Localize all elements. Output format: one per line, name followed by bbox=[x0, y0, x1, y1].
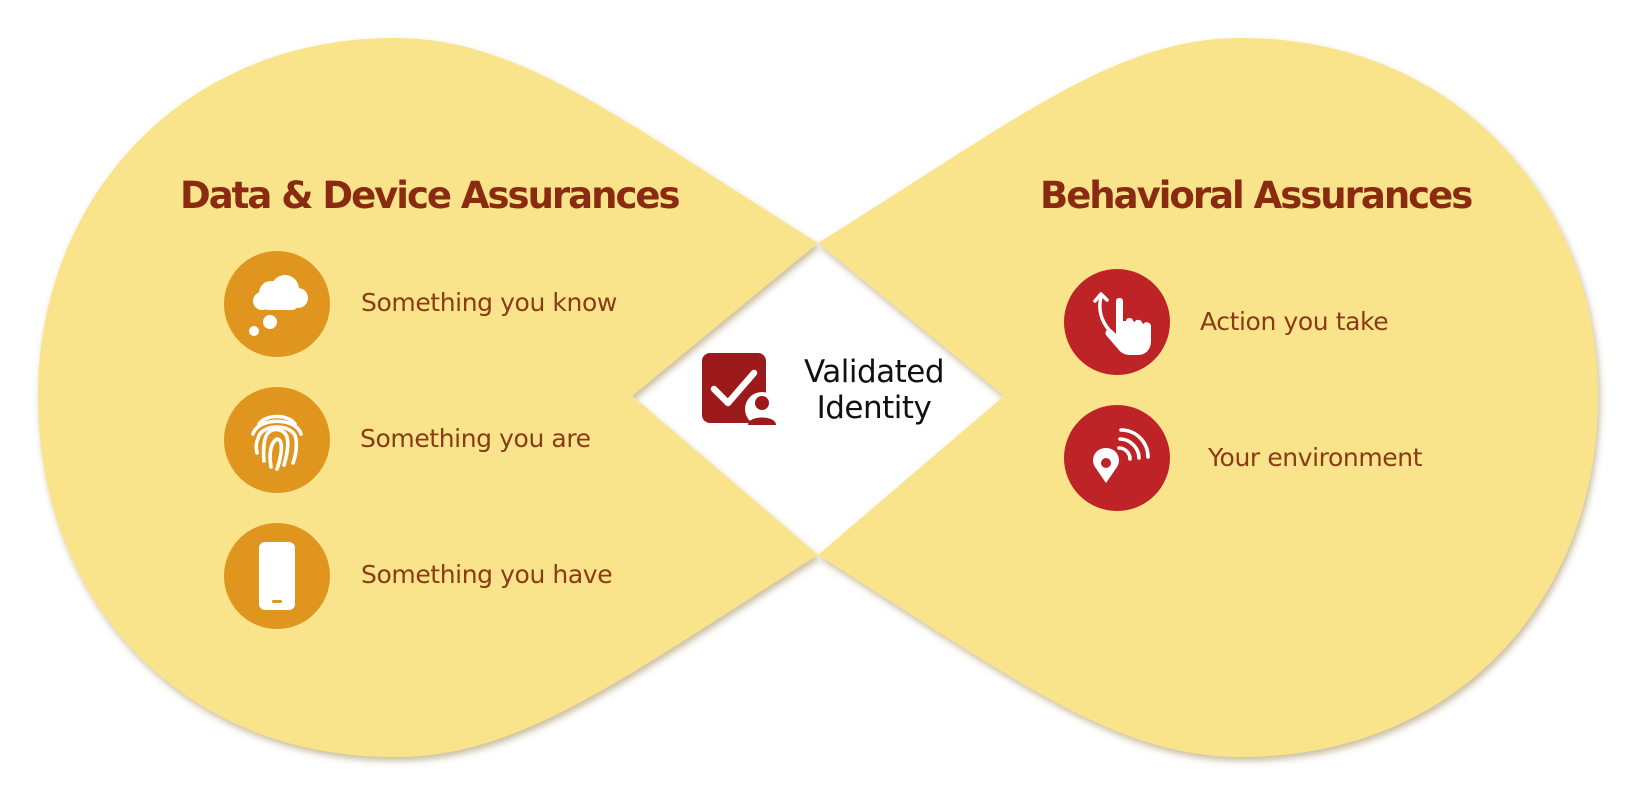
thought-cloud-icon bbox=[224, 251, 330, 357]
smartphone-icon bbox=[224, 523, 330, 629]
right-lobe bbox=[818, 38, 1598, 757]
left-item-2-label: Something you are bbox=[360, 424, 591, 453]
swipe-hand-icon bbox=[1064, 269, 1170, 375]
left-heading: Data & Device Assurances bbox=[180, 174, 681, 217]
validated-identity-icon bbox=[700, 351, 780, 431]
right-item-2-label: Your environment bbox=[1208, 443, 1423, 472]
left-item-1-label: Something you know bbox=[361, 288, 617, 317]
center-label-line2: Identity bbox=[816, 390, 932, 426]
location-signal-icon bbox=[1064, 405, 1170, 511]
center-label: Validated Identity bbox=[784, 354, 964, 426]
right-item-1-label: Action you take bbox=[1200, 307, 1389, 336]
fingerprint-icon bbox=[224, 387, 330, 493]
right-heading: Behavioral Assurances bbox=[1040, 174, 1473, 217]
left-item-3-label: Something you have bbox=[361, 560, 613, 589]
center-label-line1: Validated bbox=[803, 354, 945, 390]
